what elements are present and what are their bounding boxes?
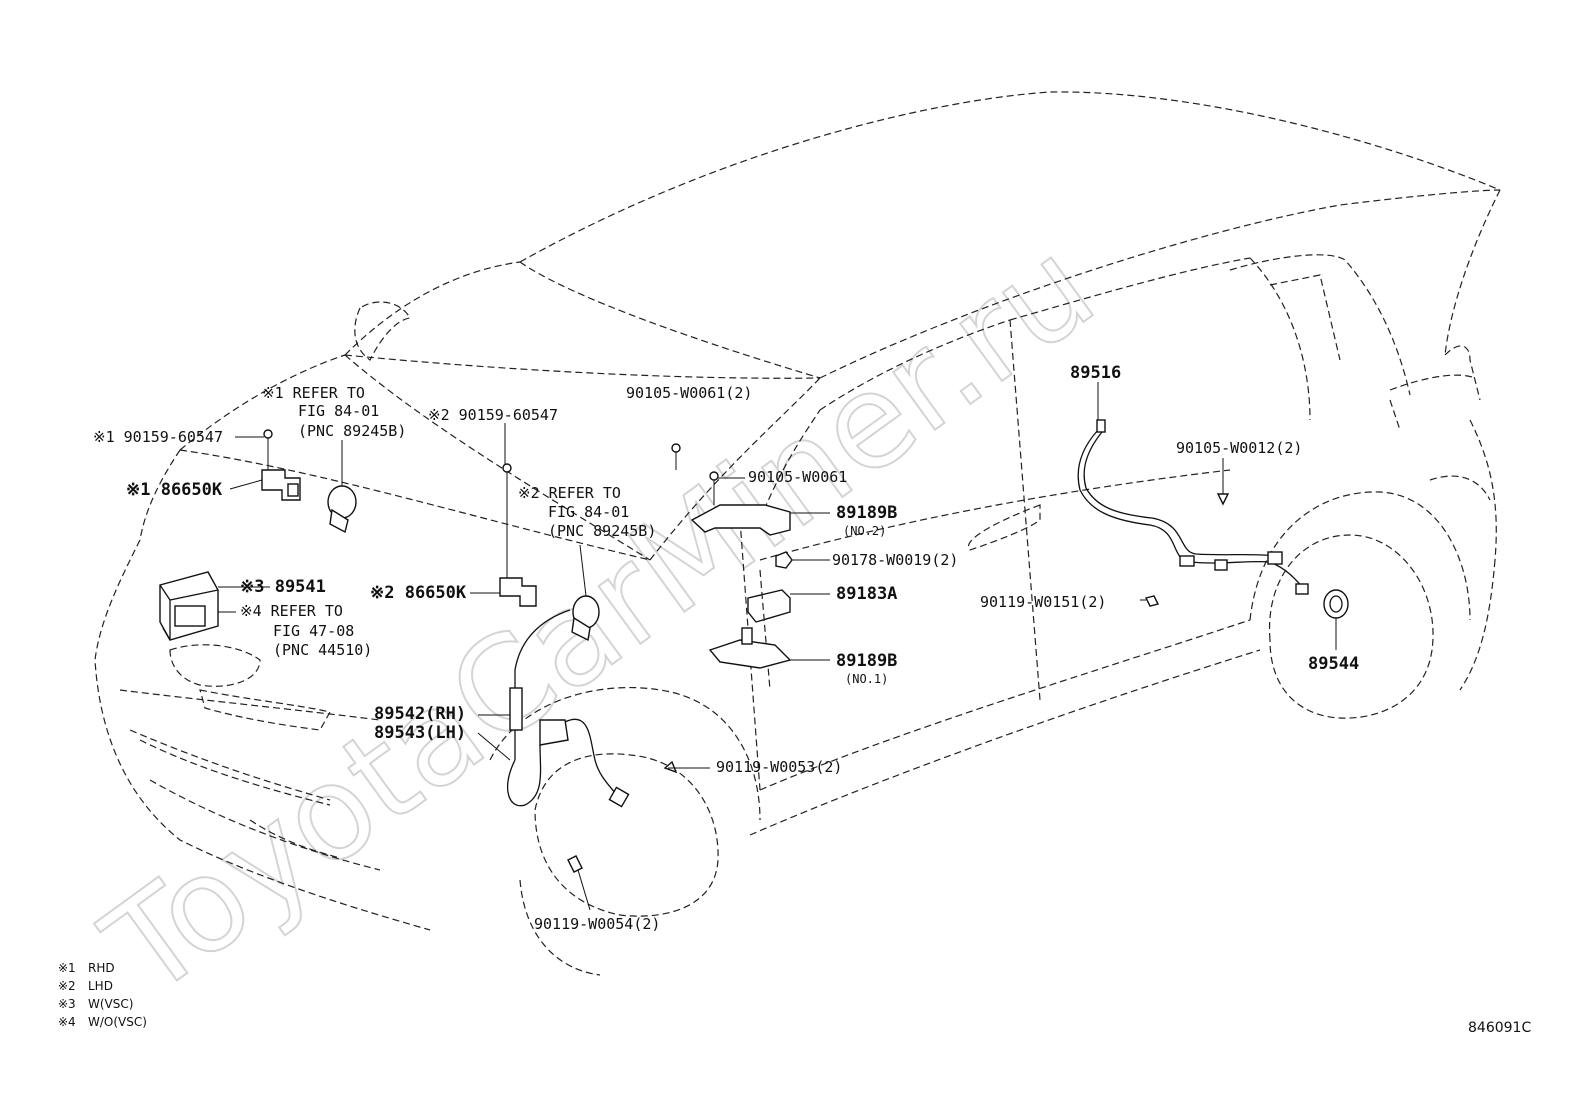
legend-text-3: W(VSC): [88, 997, 133, 1011]
bolt-w0061-label: 90105-W0061: [748, 468, 847, 486]
legend-text-4: W/O(VSC): [88, 1015, 147, 1029]
legend-mark-2: ※2: [58, 979, 76, 993]
callout-labels: ※1 REFER TO FIG 84-01 (PNC 89245B) ※1 90…: [93, 363, 1359, 933]
rear-harness-89516-part: [1077, 419, 1306, 607]
bolt-w0054-label: 90119-W0054(2): [534, 915, 660, 933]
ref2-line3: (PNC 89245B): [548, 522, 656, 540]
ref2-line2: FIG 84-01: [548, 503, 629, 521]
bolt-w0012-label: 90105-W0012(2): [1176, 439, 1302, 457]
nut-90178-part: [775, 551, 793, 569]
bolt-w0061-2-label: 90105-W0061(2): [626, 384, 752, 402]
bolt-w0053-label: 90119-W0053(2): [716, 758, 842, 776]
nut-w0019-label: 90178-W0019(2): [832, 551, 958, 569]
bolt-w0151-label: 90119-W0151(2): [980, 593, 1106, 611]
ref4-line2: FIG 47-08: [273, 622, 354, 640]
bracket-86650k-rhd-part: [261, 429, 301, 501]
legend-text-1: RHD: [88, 961, 115, 975]
front-sensor-lh-label: 89543(LH): [374, 723, 466, 743]
bracket-89189b-no2-part: [671, 443, 791, 536]
rear-sensor-label: 89544: [1308, 654, 1359, 674]
ref1-line2: FIG 84-01: [298, 402, 379, 420]
legend-mark-4: ※4: [58, 1015, 76, 1029]
legend-mark-1: ※1: [58, 961, 76, 975]
bracket-86650k-lhd-part: [499, 463, 537, 607]
bracket-89189b-no1-part: [708, 627, 792, 669]
rear-harness-label: 89516: [1070, 363, 1121, 383]
bracket-no1-label: 89189B: [836, 651, 897, 671]
watermark: ToyotaCarMiner.ru: [78, 210, 1121, 1025]
bracket-no2-label: 89189B: [836, 503, 897, 523]
sensor-89183a-part: [747, 569, 791, 691]
bracket-no2-sub: (NO.2): [843, 524, 886, 538]
ref4-line1: ※4 REFER TO: [240, 602, 343, 620]
speed-sensor-ref-lhd-part: [571, 595, 600, 642]
actuator-label: ※3 89541: [240, 577, 326, 597]
bracket-no1-sub: (NO.1): [845, 672, 888, 686]
speed-sensor-ref-rhd-part: [327, 460, 357, 534]
ref2-line1: ※2 REFER TO: [518, 484, 621, 502]
ref1-line3: (PNC 89245B): [298, 422, 406, 440]
actuator-89541-part: [159, 571, 219, 641]
bolt-rhd-label: ※1 90159-60547: [93, 428, 223, 446]
leader-lines: [218, 382, 1099, 911]
legend-text-2: LHD: [88, 979, 113, 993]
bolt-lhd-label: ※2 90159-60547: [428, 406, 558, 424]
figure-code: 846091C: [1468, 1020, 1531, 1036]
ref1-line1: ※1 REFER TO: [262, 384, 365, 402]
ref4-line3: (PNC 44510): [273, 641, 372, 659]
legend-mark-3: ※3: [58, 997, 76, 1011]
front-wheel-sensor-part: [506, 609, 710, 873]
rear-sensor-89544-part: [1295, 583, 1349, 650]
bracket-lhd-label: ※2 86650K: [370, 583, 467, 603]
legend: ※1 RHD ※2 LHD ※3 W(VSC) ※4 W/O(VSC): [58, 961, 147, 1029]
bracket-rhd-label: ※1 86650K: [126, 480, 223, 500]
sensor-89183a-label: 89183A: [836, 584, 897, 604]
front-sensor-rh-label: 89542(RH): [374, 704, 466, 724]
